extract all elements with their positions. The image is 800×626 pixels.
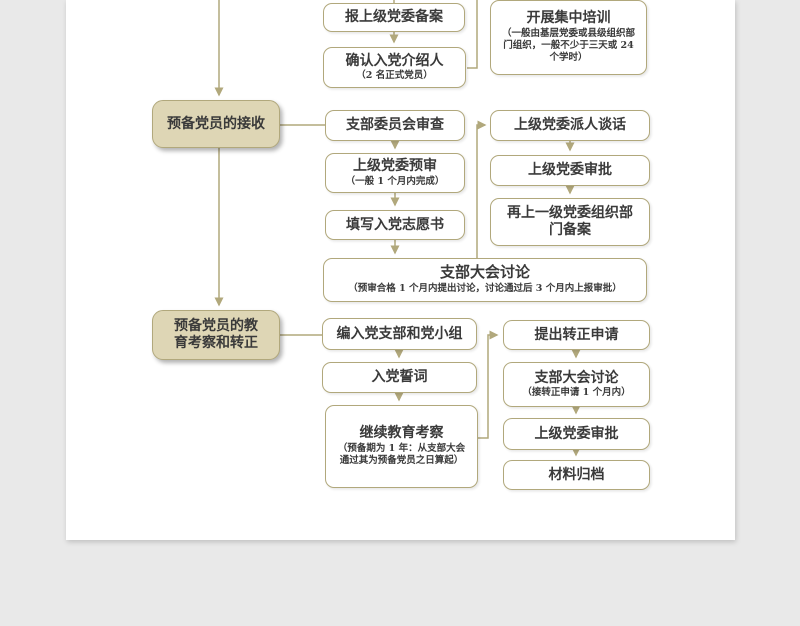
node-upper-committee-approval-2: 上级党委审批 bbox=[503, 418, 650, 450]
node-report-upper-committee: 报上级党委备案 bbox=[323, 3, 465, 32]
node-centralized-training: 开展集中培训 （一般由基层党委或县级组织部门组织，一般不少于三天或 24 个学时… bbox=[490, 0, 647, 75]
node-label: 填写入党志愿书 bbox=[346, 216, 444, 233]
node-label: 确认入党介绍人 bbox=[345, 52, 444, 69]
node-label: 支部委员会审查 bbox=[346, 117, 444, 134]
connector-top-elbow-a2 bbox=[467, 0, 478, 69]
node-confirm-introducers: 确认入党介绍人 （2 名正式党员） bbox=[323, 47, 466, 88]
node-note: （接转正申请 1 个月内） bbox=[522, 387, 631, 399]
stage-label: 预备党员的教育考察和转正 bbox=[174, 318, 258, 351]
node-label: 报上级党委备案 bbox=[345, 9, 443, 26]
node-note: （一般 1 个月内完成） bbox=[345, 175, 445, 187]
node-confirmation-request: 提出转正申请 bbox=[503, 320, 650, 350]
node-continued-education: 继续教育考察 （预备期为 1 年：从支部大会通过其为预备党员之日算起） bbox=[325, 405, 478, 488]
node-label: 上级党委派人谈话 bbox=[514, 117, 626, 134]
node-note: （预备期为 1 年：从支部大会通过其为预备党员之日算起） bbox=[337, 442, 466, 467]
stage-education-confirmation: 预备党员的教育考察和转正 bbox=[152, 310, 280, 360]
stage-label: 预备党员的接收 bbox=[167, 115, 265, 132]
node-label: 继续教育考察 bbox=[359, 425, 444, 442]
node-fill-application: 填写入党志愿书 bbox=[325, 210, 465, 240]
node-label: 开展集中培训 bbox=[526, 10, 611, 27]
node-label: 入党誓词 bbox=[371, 369, 428, 386]
node-label: 编入党支部和党小组 bbox=[336, 325, 463, 342]
node-note: （2 名正式党员） bbox=[356, 70, 433, 82]
node-branch-assembly-discussion: 支部大会讨论 （预审合格 1 个月内提出讨论，讨论通过后 3 个月内上报审批） bbox=[323, 258, 647, 302]
node-branch-committee-review: 支部委员会审查 bbox=[325, 110, 465, 141]
node-upper-committee-preview: 上级党委预审 （一般 1 个月内完成） bbox=[325, 153, 465, 193]
node-branch-assembly-discussion-2: 支部大会讨论 （接转正申请 1 个月内） bbox=[503, 362, 650, 407]
node-label: 支部大会讨论 bbox=[439, 263, 530, 282]
node-assign-branch-group: 编入党支部和党小组 bbox=[322, 318, 477, 350]
node-higher-committee-record: 再上一级党委组织部门备案 bbox=[490, 198, 650, 246]
node-label: 支部大会讨论 bbox=[534, 369, 619, 386]
node-note: （一般由基层党委或县级组织部门组织，一般不少于三天或 24 个学时） bbox=[501, 27, 635, 64]
connector-f3-g1 bbox=[478, 330, 499, 439]
node-label: 上级党委审批 bbox=[528, 162, 612, 179]
node-label: 提出转正申请 bbox=[534, 326, 619, 343]
node-party-oath: 入党誓词 bbox=[322, 362, 477, 393]
node-label: 再上一级党委组织部门备案 bbox=[507, 205, 633, 238]
connector-layer bbox=[214, 0, 581, 457]
node-label: 材料归档 bbox=[548, 466, 605, 483]
node-archive-materials: 材料归档 bbox=[503, 460, 650, 490]
connector-d-e1 bbox=[476, 120, 487, 258]
node-committee-talk: 上级党委派人谈话 bbox=[490, 110, 650, 141]
node-label: 上级党委预审 bbox=[353, 158, 437, 175]
node-note: （预审合格 1 个月内提出讨论，讨论通过后 3 个月内上报审批） bbox=[348, 283, 622, 295]
stage-acceptance: 预备党员的接收 bbox=[152, 100, 280, 148]
document-page: 报上级党委备案 确认入党介绍人 （2 名正式党员） 开展集中培训 （一般由基层党… bbox=[66, 0, 735, 540]
node-label: 上级党委审批 bbox=[534, 425, 619, 442]
node-upper-committee-approval: 上级党委审批 bbox=[490, 155, 650, 186]
